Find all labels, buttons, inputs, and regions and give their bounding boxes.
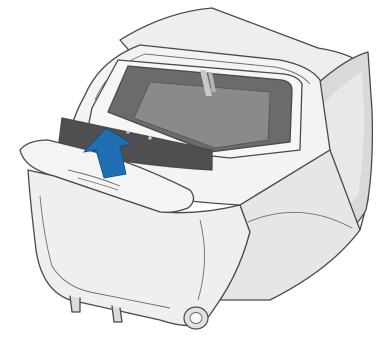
strip-indicator-dot <box>126 130 129 133</box>
device-foot-mid <box>112 306 122 322</box>
strip-indicator-dot-2 <box>148 136 151 139</box>
side-connector-knob-inner <box>190 313 202 324</box>
device-foot-left <box>70 296 80 312</box>
